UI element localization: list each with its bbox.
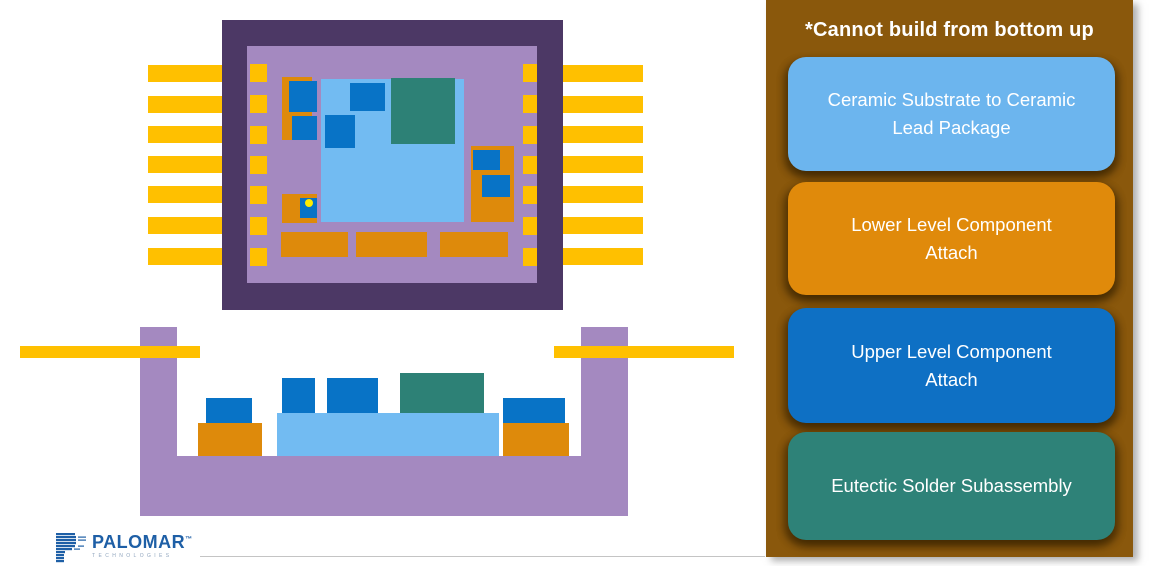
palomar-brand: PALOMAR™: [92, 532, 193, 552]
palomar-p-icon: [56, 533, 86, 563]
bond-pad: [523, 95, 537, 113]
eutectic-solder-die: [391, 78, 455, 144]
bond-pad: [250, 217, 267, 235]
bond-pad: [523, 156, 537, 174]
bond-pad: [523, 64, 537, 82]
gold-lead: [148, 186, 222, 203]
gold-lead: [563, 156, 643, 173]
gold-lead: [563, 96, 643, 113]
palomar-logo-text: PALOMAR™ TECHNOLOGIES: [92, 533, 193, 559]
trademark-symbol: ™: [185, 536, 193, 543]
lower-level-attach-pad: [198, 423, 262, 456]
gold-lead: [20, 346, 200, 358]
legend-item-upper-level-attach: Upper Level Component Attach: [788, 308, 1115, 423]
bond-pad: [250, 186, 267, 204]
bond-pad: [250, 95, 267, 113]
gold-lead: [563, 126, 643, 143]
legend-item-eutectic-solder: Eutectic Solder Subassembly: [788, 432, 1115, 540]
bond-pad: [250, 248, 267, 266]
upper-level-component: [289, 81, 317, 112]
upper-level-component: [325, 115, 355, 148]
gold-lead: [554, 346, 734, 358]
upper-level-component: [206, 398, 252, 423]
legend-item-ceramic-substrate: Ceramic Substrate to Ceramic Lead Packag…: [788, 57, 1115, 171]
bond-pad: [250, 126, 267, 144]
bond-pad: [523, 126, 537, 144]
upper-level-component: [482, 175, 510, 197]
bond-pad: [523, 248, 537, 266]
palomar-subtitle: TECHNOLOGIES: [92, 553, 173, 559]
upper-level-component: [350, 83, 385, 111]
lower-level-attach-pad: [440, 232, 508, 257]
package-base: [140, 456, 628, 516]
bond-pad: [250, 64, 267, 82]
footer-divider: [200, 556, 765, 557]
upper-level-component: [503, 398, 565, 423]
gold-lead: [563, 65, 643, 82]
lower-level-attach-pad: [356, 232, 427, 257]
bond-pad: [250, 156, 267, 174]
gold-lead: [563, 217, 643, 234]
gold-lead: [148, 96, 222, 113]
gold-lead: [148, 65, 222, 82]
legend-item-lower-level-attach: Lower Level Component Attach: [788, 182, 1115, 295]
upper-level-component: [292, 116, 317, 140]
upper-level-component: [282, 378, 315, 413]
bond-pad: [523, 186, 537, 204]
wire-bond-ball: [305, 199, 313, 207]
gold-lead: [148, 217, 222, 234]
upper-level-component: [473, 150, 500, 170]
upper-level-component: [327, 378, 378, 413]
lower-level-attach-pad: [503, 423, 569, 456]
ceramic-substrate: [277, 413, 499, 456]
panel-title: *Cannot build from bottom up: [805, 19, 1094, 41]
gold-lead: [148, 248, 222, 265]
bond-pad: [523, 217, 537, 235]
legend-panel: *Cannot build from bottom up Ceramic Sub…: [766, 0, 1133, 557]
lower-level-attach-pad: [281, 232, 348, 257]
gold-lead: [563, 248, 643, 265]
gold-lead: [148, 126, 222, 143]
gold-lead: [563, 186, 643, 203]
eutectic-solder-die: [400, 373, 484, 413]
gold-lead: [148, 156, 222, 173]
palomar-logo: PALOMAR™ TECHNOLOGIES: [56, 533, 193, 563]
